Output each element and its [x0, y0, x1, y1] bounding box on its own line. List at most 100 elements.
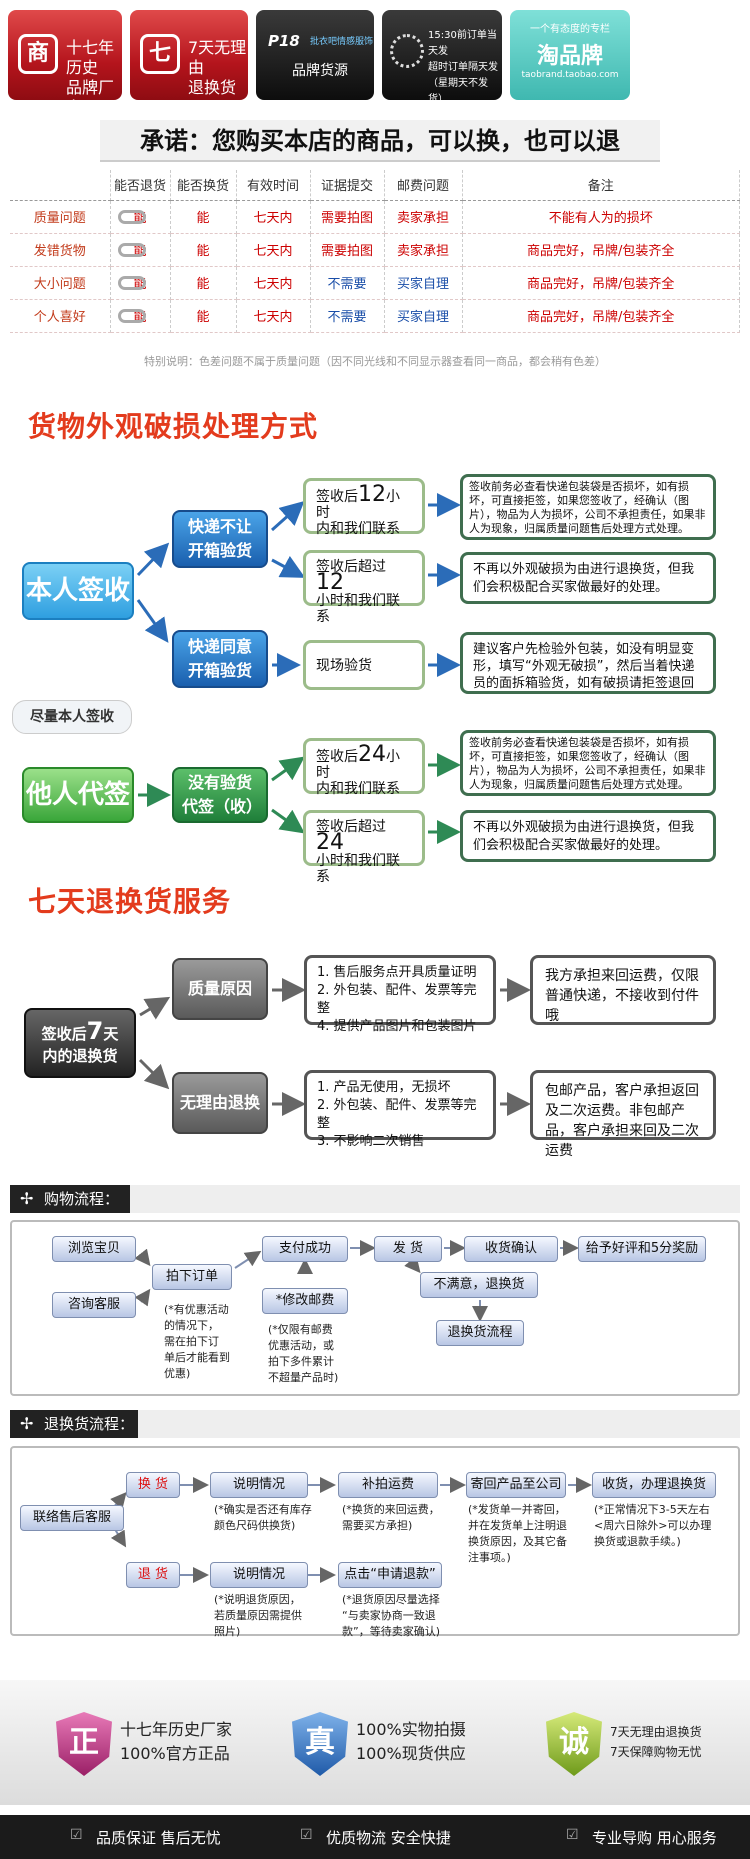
return-explain-note: (*说明退货原因，若质量原因需提供照片) [214, 1592, 302, 1640]
cell: 商品完好，吊牌/包装齐全 [462, 299, 740, 333]
swap-pay-shipping: 补拍运费 [338, 1472, 438, 1498]
brand-tag: 批衣吧情感服饰 [310, 37, 374, 47]
badge-text: 十七年历史厂家 100%官方正品 [120, 1718, 232, 1766]
ship-line: （星期天不发货） [428, 78, 488, 100]
taobrand-logo: 淘品牌 [536, 44, 603, 69]
note-line: <周六日除外>可以办理 [594, 1519, 712, 1532]
banner-line: 退换货 [188, 78, 237, 97]
tip-sign-yourself: 尽量本人签收 [12, 700, 132, 734]
note-over-time: 不再以外观破损为由进行退换货，但我们会积极配合买家做最好的处理。 [460, 552, 716, 604]
special-note: 特别说明：色差问题不属于质量问题（因不同光线和不同显示器查看同一商品，都会稍有色… [144, 355, 606, 368]
over-24h-c: 小时和我们联系 [316, 853, 400, 885]
cell: 个人喜好 [10, 299, 111, 333]
note-line: (*说明退货原因， [214, 1593, 301, 1606]
within-24h-num: 24 [358, 742, 386, 767]
header-cell: 备注 [462, 170, 740, 201]
cell: 七天内 [236, 233, 311, 267]
return-apply-note: (*退货原因尽量选择“与卖家协商一致退款”，等待卖家确认) [342, 1592, 440, 1640]
binder-ring-icon [118, 243, 146, 257]
over-12h-num: 12 [316, 570, 344, 595]
note-line: 的情况下， [164, 1319, 219, 1332]
note-line: 颜色尺码供换货) [214, 1519, 296, 1532]
no-reason-shipping-cost: 包邮产品，客户承担返回及二次运费。非包邮产品，客户承担来回及二次运费 [530, 1070, 716, 1159]
shop-badge-icon: 商 [18, 34, 58, 74]
table-row: 大小问题能能七天内不需要买家自理商品完好，吊牌/包装齐全 [10, 266, 740, 300]
within-24h-d: 内和我们联系 [316, 781, 400, 797]
note-line: 拍下多件累计 [268, 1355, 334, 1368]
header-cell [10, 170, 111, 201]
shopping-title: 购物流程： [44, 1190, 120, 1208]
note-line: 单后才能看到 [164, 1351, 230, 1364]
table-row: 发错货物能能七天内需要拍图卖家承担商品完好，吊牌/包装齐全 [10, 233, 740, 267]
no-reason-requirements: 1. 产品无使用，无损坏 2. 外包装、配件、发票等完整 3. 不影响二次销售 [304, 1070, 496, 1149]
footer-bar: ☑品质保证 售后无忧 ☑优质物流 安全快捷 ☑专业导购 用心服务 [0, 1815, 750, 1859]
note-line: (*正常情况下3-5天左右 [594, 1503, 710, 1516]
note-line: 优惠活动，或 [268, 1339, 334, 1352]
swap-send-note: (*发货单一并寄回，并在发货单上注明退换货原因，及其它备注事项。) [468, 1502, 567, 1566]
return-explain: 说明情况 [210, 1562, 308, 1588]
exchange-header: ✢退换货流程： [10, 1410, 138, 1438]
over-12h-c: 小时和我们联系 [316, 593, 400, 625]
within-24h-c: 小时 [316, 749, 400, 781]
seven-left-d: 内的退换货 [42, 1046, 118, 1065]
cell: 大小问题 [10, 266, 111, 300]
banner-shipping: 15:30前订单当天发 超时订单隔天发 （星期天不发货） [382, 10, 502, 100]
step-modify-shipping: *修改邮费 [262, 1288, 348, 1314]
badge-line: 十七年历史厂家 [120, 1720, 233, 1739]
step-pay: 支付成功 [262, 1236, 348, 1262]
badge-line: 100%官方正品 [120, 1744, 230, 1763]
step-order: 拍下订单 [152, 1264, 232, 1290]
seven-left-num: 7 [86, 1016, 104, 1045]
cell: 能 [170, 299, 237, 333]
req-item: 2. 外包装、配件、发票等完整 [317, 1098, 477, 1131]
req-item: 3. 不影响二次销售 [317, 1134, 425, 1149]
note-line: (*仅限有邮费 [268, 1323, 333, 1336]
note-line: (*换货的来回运费， [342, 1503, 440, 1516]
note-open-box: 建议客户先检验外包装，如没有明显变形，填写“外观无破损”，然后当着快递员的面拆箱… [460, 632, 716, 694]
cell: 需要拍图 [310, 200, 385, 234]
badge-line: 7天保障购物无忧 [610, 1745, 702, 1759]
on-site-check: 现场验货 [303, 640, 425, 690]
cell: 不能有人为的损坏 [462, 200, 740, 234]
move-icon: ✢ [20, 1189, 34, 1208]
banner-line: 7天无理由 [188, 38, 247, 77]
seven-left-c: 天 [103, 1024, 119, 1043]
shopping-flow-frame [10, 1220, 740, 1396]
req-item: 1. 产品无使用，无损坏 [317, 1080, 451, 1095]
cell: 买家自理 [384, 299, 463, 333]
cell: 卖家承担 [384, 200, 463, 234]
badge-line: 7天无理由退换货 [610, 1725, 702, 1739]
cell: 七天内 [236, 200, 311, 234]
order-note: (*有优惠活动的情况下，需在拍下订单后才能看到优惠) [164, 1302, 230, 1382]
banner-brand: P18 批衣吧情感服饰 品牌货源 [256, 10, 374, 100]
note-check-package: 签收前务必查看快递包装袋是否损坏，如有损坏，可直接拒签，如果您签收了，经确认（图… [460, 474, 716, 540]
return-apply-refund: 点击“申请退款” [338, 1562, 442, 1588]
note-line: 换货或退款手续。) [594, 1535, 681, 1548]
seven-day-start: 签收后7天 内的退换货 [24, 1008, 136, 1078]
step-unhappy: 不满意，退换货 [420, 1272, 538, 1298]
cell: 发错货物 [10, 233, 111, 267]
step-consult: 咨询客服 [52, 1292, 136, 1318]
courier-no-open: 快递不让开箱验货 [172, 510, 268, 568]
step-review: 给予好评和5分奖励 [578, 1236, 706, 1262]
returns-table: 能否退货 能否换货 有效时间 证据提交 邮费问题 备注 质量问题能能七天内需要拍… [10, 170, 740, 333]
header-cell: 能否换货 [170, 170, 237, 201]
over-12h-a: 签收后超过 [316, 559, 386, 575]
cell: 七天内 [236, 266, 311, 300]
shopping-header-bar [10, 1185, 740, 1213]
seven-left-a: 签收后 [41, 1024, 87, 1043]
swap-send-back: 寄回产品至公司 [466, 1472, 566, 1498]
note-line: 并在发货单上注明退 [468, 1519, 567, 1532]
banner-history: 商 十七年历史品牌厂家 [8, 10, 122, 100]
badge-line: 100%现货供应 [356, 1744, 466, 1763]
swap-explain-note: (*确实是否还有库存颜色尺码供换货) [214, 1502, 312, 1534]
banner-seven-days: 七 7天无理由退换货 [130, 10, 248, 100]
cell: 卖家承担 [384, 233, 463, 267]
damage-title: 货物外观破损处理方式 [28, 410, 319, 443]
cell: 商品完好，吊牌/包装齐全 [462, 266, 740, 300]
modify-note: (*仅限有邮费优惠活动，或拍下多件累计不超量产品时) [268, 1322, 338, 1386]
note-line: 注事项。) [468, 1551, 511, 1564]
table-row: 质量问题能能七天内需要拍图卖家承担不能有人为的损坏 [10, 200, 740, 234]
within-12h-a: 签收后 [316, 489, 358, 505]
